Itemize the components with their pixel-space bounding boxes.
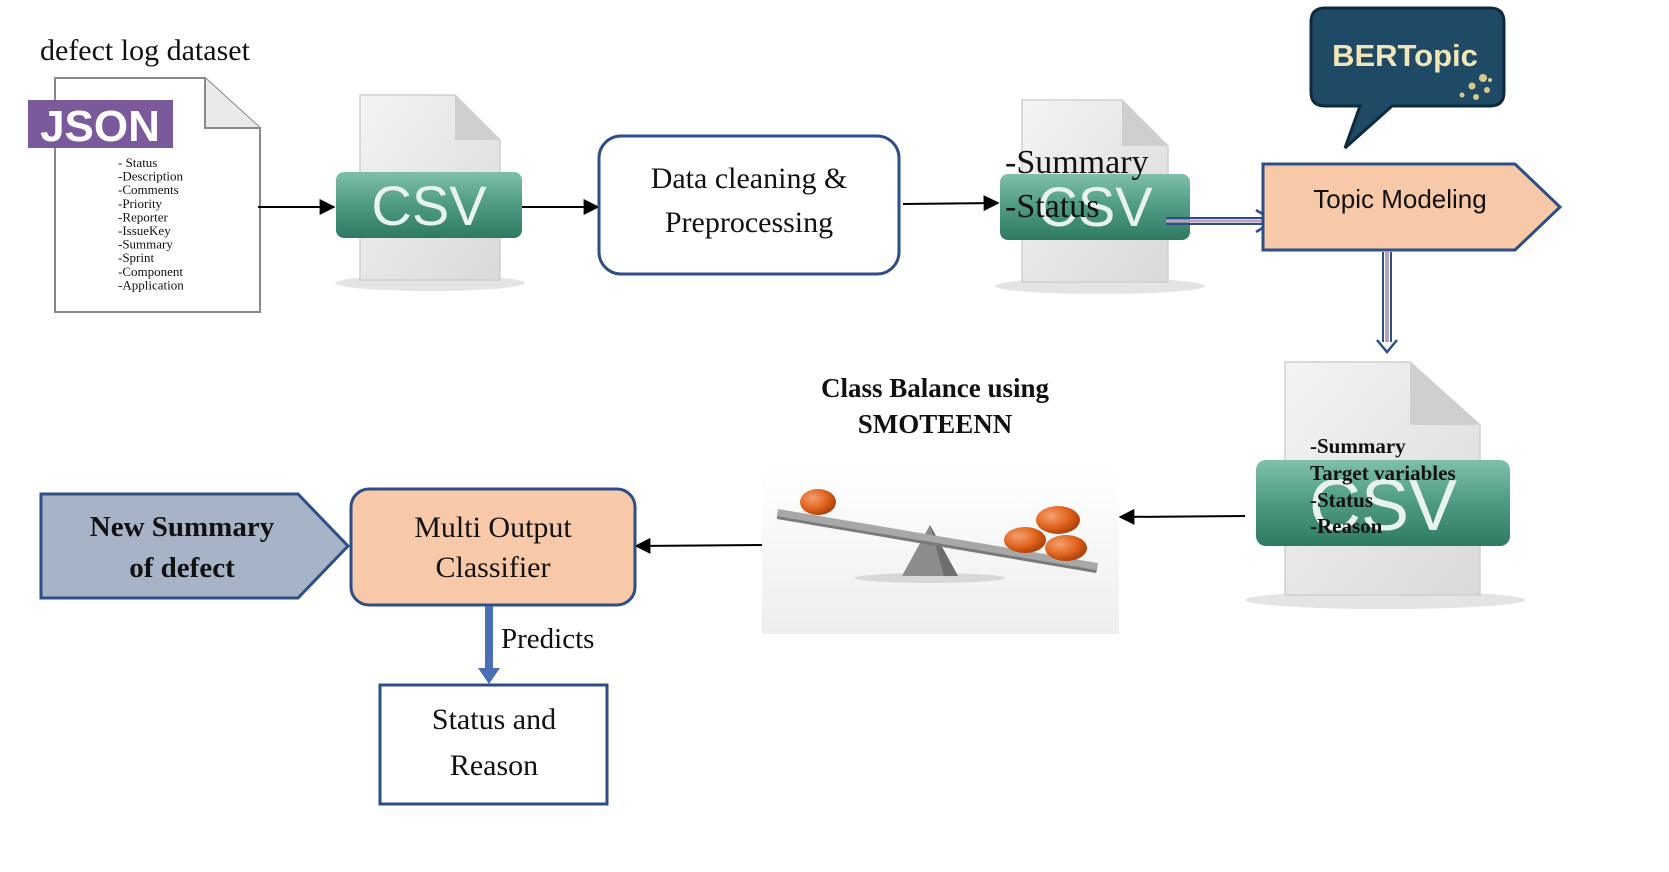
json-field-item: -Reporter <box>118 209 168 224</box>
json-field-item: -Application <box>118 277 184 292</box>
csv3-field-status: -Status <box>1310 488 1373 512</box>
csv3-target-variables: Target variables <box>1310 461 1456 485</box>
json-field-list: - Status-Description-Comments-Priority-R… <box>118 155 184 292</box>
json-field-item: -Priority <box>118 196 163 211</box>
json-badge <box>28 100 173 148</box>
csv3-field-summary: -Summary <box>1310 434 1406 458</box>
large-side-ball-2 <box>1004 527 1046 553</box>
dataset-title: defect log dataset <box>40 34 251 67</box>
csv-file-icon-3: CSV -Summary Target variables -Status -R… <box>1245 361 1525 609</box>
new-summary-label-line1: New Summary <box>90 511 275 543</box>
class-balance-label-line2: SMOTEENN <box>858 409 1013 439</box>
class-balance-label-line1: Class Balance using <box>821 373 1050 403</box>
large-side-ball-3 <box>1045 535 1087 561</box>
csv3-field-reason: -Reason <box>1310 514 1383 538</box>
bertopic-logo: BERTopic <box>1309 6 1506 150</box>
small-side-ball <box>800 489 836 515</box>
json-field-item: -IssueKey <box>118 223 171 238</box>
json-field-item: - Status <box>118 155 157 170</box>
csv-label-1: CSV <box>371 174 487 237</box>
large-side-ball-1 <box>1036 506 1080 534</box>
json-field-item: -Summary <box>118 237 173 252</box>
arrow-classifier-to-output <box>478 606 500 684</box>
csv-label-3: CSV <box>1309 466 1457 546</box>
classifier-box <box>349 487 637 607</box>
seesaw-illustration <box>762 466 1119 634</box>
predicts-label: Predicts <box>501 623 594 655</box>
arrow-topic-to-csv3 <box>1376 252 1398 354</box>
csv2-field-status: -Status <box>1005 188 1099 225</box>
new-summary-shape <box>39 492 351 600</box>
csv2-field-summary: -Summary <box>1005 144 1149 181</box>
json-field-item: -Comments <box>118 182 179 197</box>
output-label-line2: Reason <box>450 749 538 782</box>
topic-modeling-label: Topic Modeling <box>1313 184 1486 214</box>
topic-modeling-shape <box>1261 162 1563 252</box>
arrow-cleaning-to-csv2 <box>902 195 1000 212</box>
arrow-balance-to-classifier <box>634 537 763 554</box>
json-field-item: -Component <box>118 264 183 279</box>
bertopic-logo-text: BERTopic <box>1332 38 1478 73</box>
csv-file-icon-1: CSV <box>335 94 525 291</box>
json-badge-label: JSON <box>40 102 160 151</box>
json-field-item: -Sprint <box>118 250 155 265</box>
arrow-csv3-to-balance <box>1118 508 1246 525</box>
output-label-line1: Status and <box>432 703 556 736</box>
data-cleaning-label-line2: Preprocessing <box>665 206 833 239</box>
output-box <box>378 683 609 806</box>
classifier-label-line1: Multi Output <box>414 511 572 544</box>
data-cleaning-label-line1: Data cleaning & <box>651 162 848 195</box>
csv-label-2: CSV <box>1037 175 1153 238</box>
data-cleaning-box <box>597 134 901 276</box>
json-field-item: -Description <box>118 169 183 184</box>
json-document: JSON - Status-Description-Comments-Prior… <box>28 77 261 313</box>
new-summary-label-line2: of defect <box>129 552 235 584</box>
classifier-label-line2: Classifier <box>436 551 551 584</box>
csv-file-icon-2: CSV -Summary -Status <box>995 99 1205 294</box>
